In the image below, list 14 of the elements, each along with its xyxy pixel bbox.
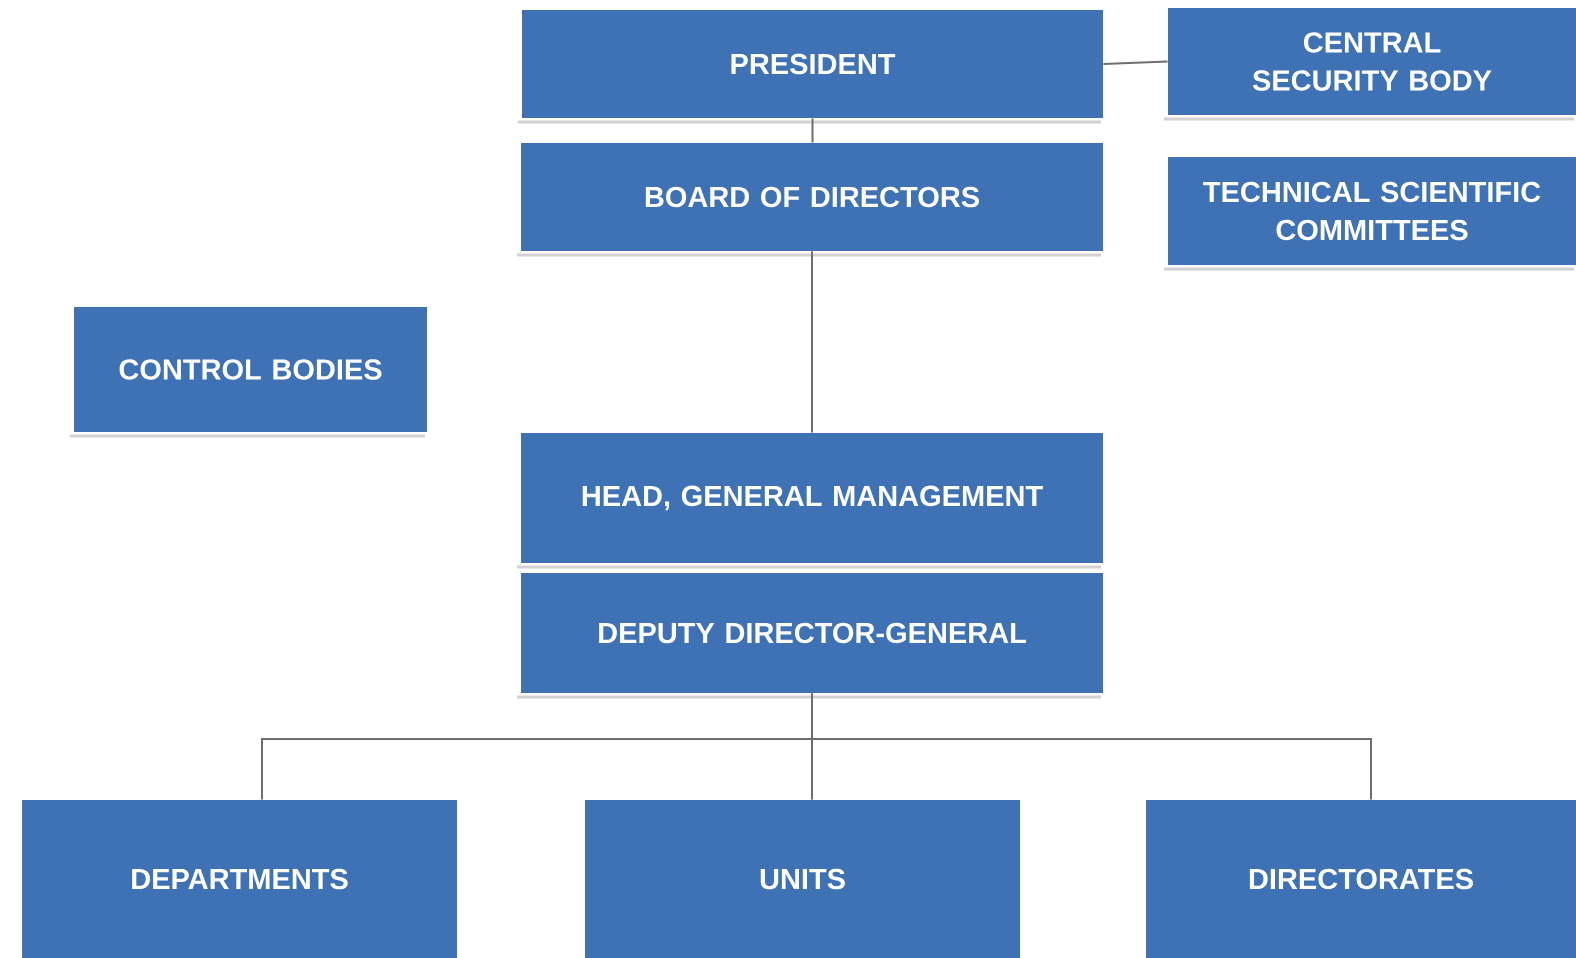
org-box: BOARD OF DIRECTORS	[517, 143, 1103, 257]
org-box: DEPARTMENTS	[22, 800, 457, 958]
org-box: PRESIDENT	[518, 10, 1103, 124]
org-box: CENTRAL SECURITY BODY	[1164, 8, 1576, 121]
org-box: TECHNICAL SCIENTIFIC COMMITTEES	[1164, 157, 1576, 271]
org-box: HEAD, GENERAL MANAGEMENT	[517, 433, 1103, 569]
org-box: CONTROL BODIES	[70, 307, 427, 438]
org-box: UNITS	[585, 800, 1020, 958]
org-box: DIRECTORATES	[1146, 800, 1576, 958]
connector-line	[1102, 60, 1169, 65]
org-box: DEPUTY DIRECTOR-GENERAL	[517, 573, 1103, 699]
connector-line	[811, 692, 1372, 801]
connector-line	[811, 117, 814, 144]
connector-line	[811, 250, 813, 434]
